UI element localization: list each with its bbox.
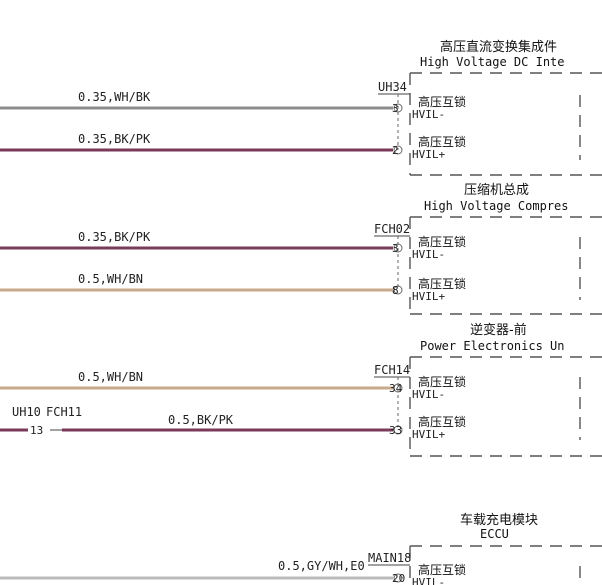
- component-eccu: 车载充电模块 ECCU MAIN18: [368, 512, 602, 585]
- wire-label: 0.35,BK/PK: [78, 132, 151, 146]
- component-title-cn: 车载充电模块: [460, 512, 538, 528]
- wire-label: 0.5,BK/PK: [168, 413, 234, 427]
- signal-name: 高压互锁: [418, 94, 466, 109]
- pin-number: 3: [392, 242, 399, 255]
- component-compressor: 压缩机总成 High Voltage Compres FCH02: [374, 182, 602, 315]
- inline-pin-number: 13: [30, 424, 43, 437]
- signal-name: 高压互锁: [418, 562, 466, 577]
- pin-number: 3: [392, 102, 399, 115]
- connector-label: MAIN18: [368, 551, 411, 565]
- signal-name: 高压互锁: [418, 374, 466, 389]
- signal-sub: HVIL-: [412, 108, 445, 121]
- wire: 0.5,BK/PK 33 高压互锁 HVIL+: [62, 413, 466, 441]
- component-power-electronics: 逆变器-前 Power Electronics Un FCH14: [374, 322, 602, 457]
- wire-label: 0.5,GY/WH,E0: [278, 559, 365, 573]
- component-title-en: High Voltage Compres: [424, 199, 569, 213]
- signal-sub: HVIL-: [412, 576, 445, 585]
- wire-label: 0.35,BK/PK: [78, 230, 151, 244]
- pin-terminal: [393, 425, 403, 435]
- component-title-en: High Voltage DC Inte: [420, 55, 565, 69]
- wire: 0.5,WH/BN 8 高压互锁 HVIL+: [0, 272, 466, 303]
- inline-connector-label: UH10: [12, 405, 41, 419]
- wire-label: 0.5,WH/BN: [78, 272, 143, 286]
- inline-connector-label: FCH11: [46, 405, 82, 419]
- signal-sub: HVIL+: [412, 148, 445, 161]
- signal-name: 高压互锁: [418, 414, 466, 429]
- pin-number: 20: [392, 572, 405, 585]
- signal-name: 高压互锁: [418, 276, 466, 291]
- signal-sub: HVIL-: [412, 388, 445, 401]
- wire-label: 0.5,WH/BN: [78, 370, 143, 384]
- signal-name: 高压互锁: [418, 234, 466, 249]
- wire: 0.35,BK/PK 3 高压互锁 HVIL-: [0, 230, 466, 261]
- wire: 0.5,WH/BN 34 高压互锁 HVIL-: [0, 370, 466, 401]
- wire: 0.35,WH/BK 3 高压互锁 HVIL-: [0, 90, 466, 121]
- connector-label: UH34: [378, 80, 407, 94]
- signal-sub: HVIL-: [412, 248, 445, 261]
- inline-connector: UH10 FCH11 13: [0, 405, 82, 437]
- component-hv-dc: 高压直流变换集成件 High Voltage DC Inte UH34: [378, 39, 602, 176]
- component-title-cn: 压缩机总成: [464, 182, 529, 198]
- signal-sub: HVIL+: [412, 428, 445, 441]
- pin-number: 2: [392, 144, 399, 157]
- wire: 0.35,BK/PK 2 高压互锁 HVIL+: [0, 132, 466, 161]
- pin-number: 8: [392, 284, 399, 297]
- component-title-en: Power Electronics Un: [420, 339, 565, 353]
- pin-number: 34: [389, 382, 403, 395]
- connector-label: FCH14: [374, 363, 410, 377]
- wire-label: 0.35,WH/BK: [78, 90, 151, 104]
- connector-label: FCH02: [374, 222, 410, 236]
- pin-terminal: [393, 573, 403, 583]
- pin-number: 33: [389, 424, 402, 437]
- component-title-en: ECCU: [480, 527, 509, 541]
- component-title-cn: 高压直流变换集成件: [440, 39, 557, 55]
- wire: 0.5,GY/WH,E0 20 高压互锁 HVIL-: [0, 559, 466, 585]
- signal-sub: HVIL+: [412, 290, 445, 303]
- signal-name: 高压互锁: [418, 134, 466, 149]
- component-title-cn: 逆变器-前: [470, 322, 527, 338]
